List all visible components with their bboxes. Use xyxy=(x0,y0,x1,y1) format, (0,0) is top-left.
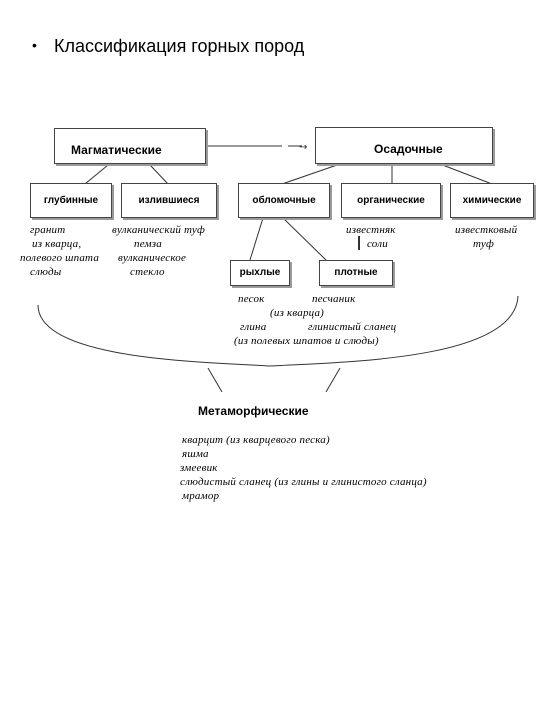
organic-example-1: известняк xyxy=(346,224,396,236)
box-loose-label: рыхлые xyxy=(239,267,281,278)
deep-example-1: гранит xyxy=(30,224,66,236)
box-clastic: обломочные xyxy=(238,183,330,218)
box-effusive-label: излившиеся xyxy=(138,195,200,206)
organic-example-2: соли xyxy=(367,238,388,250)
link-magmatic-effusive xyxy=(149,164,169,185)
box-effusive: излившиеся xyxy=(121,183,217,218)
link-sedimentary-clastic xyxy=(281,163,341,185)
effusive-example-4: стекло xyxy=(130,266,165,278)
clastic-example-quartz-note: (из кварца) xyxy=(270,307,325,319)
effusive-example-2: пемза xyxy=(134,238,162,250)
effusive-example-3: вулканическое xyxy=(118,252,187,264)
bullet: • xyxy=(32,37,37,53)
deep-example-3: полевого шпата xyxy=(20,252,100,264)
box-chemical-label: химические xyxy=(462,195,522,206)
box-dense: плотные xyxy=(319,260,393,286)
box-dense-label: плотные xyxy=(334,267,378,278)
box-sedimentary-label: Осадочные xyxy=(374,142,443,156)
clastic-example-feldspar-note: (из полевых шпатов и слюды) xyxy=(234,335,379,347)
box-magmatic-label: Магматические xyxy=(71,143,162,157)
link-clastic-loose xyxy=(249,217,264,261)
clastic-example-sand: песок xyxy=(238,293,265,305)
box-chemical: химические xyxy=(450,183,534,218)
box-deep: глубинные xyxy=(30,183,112,218)
chemical-example-2: туф xyxy=(473,238,494,250)
metamorphic-item-4: слюдистый сланец (из глины и глинистого … xyxy=(180,476,427,488)
box-deep-label: глубинные xyxy=(43,195,99,206)
box-magmatic: Магматические xyxy=(54,128,206,164)
deep-example-2: из кварца, xyxy=(32,238,82,250)
title-text: Классификация горных пород xyxy=(54,36,305,56)
metamorphic-item-5: мрамор xyxy=(182,490,220,502)
box-loose: рыхлые xyxy=(230,260,290,286)
box-organic: органические xyxy=(341,183,441,218)
link-clastic-dense xyxy=(282,217,327,261)
metamorphic-item-2: яшма xyxy=(182,448,209,460)
page-title: • Классификация горных пород xyxy=(32,36,304,57)
link-sedimentary-chemical xyxy=(439,163,493,185)
clastic-example-clay: глина xyxy=(240,321,267,333)
deep-example-4: слюды xyxy=(30,266,62,278)
link-magmatic-deep xyxy=(84,164,109,185)
metamorphic-brace xyxy=(37,295,519,367)
box-clastic-label: обломочные xyxy=(252,195,316,206)
metamorphic-item-1: кварцит (из кварцевого песка) xyxy=(182,434,330,446)
svg-text:→: → xyxy=(299,142,307,153)
effusive-example-1: вулканический туф xyxy=(112,224,206,236)
chemical-example-1: известковый xyxy=(455,224,518,236)
clastic-example-sandstone: песчаник xyxy=(312,293,356,305)
metamorphic-title: Метаморфические xyxy=(198,404,309,418)
metamorphic-item-3: змеевик xyxy=(180,462,218,474)
box-sedimentary: Осадочные xyxy=(315,127,493,164)
clastic-example-shale: глинистый сланец xyxy=(308,321,397,333)
box-organic-label: органические xyxy=(357,195,425,206)
